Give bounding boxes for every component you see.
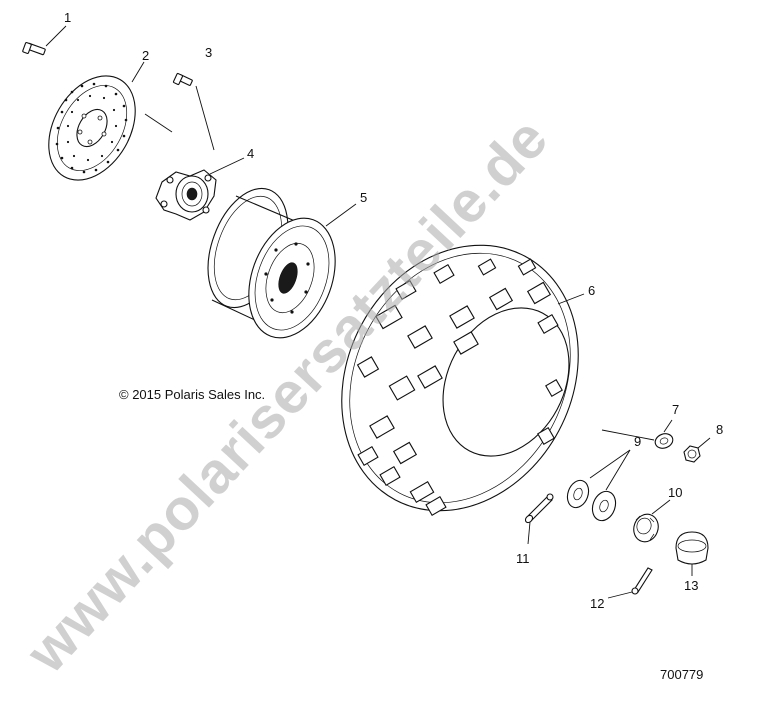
part-7-washer <box>654 433 674 449</box>
callout-2: 2 <box>142 48 149 63</box>
callout-5: 5 <box>360 190 367 205</box>
copyright-text: © 2015 Polaris Sales Inc. <box>119 387 265 402</box>
part-1-bolt <box>22 42 46 56</box>
part-8-nut <box>683 445 701 463</box>
callout-7: 7 <box>672 402 679 417</box>
callout-1: 1 <box>64 10 71 25</box>
callout-12: 12 <box>590 596 604 611</box>
callout-8: 8 <box>716 422 723 437</box>
callout-4: 4 <box>247 146 254 161</box>
callout-6: 6 <box>588 283 595 298</box>
part-6-tire <box>341 244 579 516</box>
part-9-spacers <box>566 479 617 522</box>
part-5-rim <box>207 187 336 339</box>
part-11-stud <box>524 493 554 524</box>
part-12-cotter-pin <box>631 567 653 595</box>
callout-leaders <box>45 25 711 599</box>
part-2-brake-disc <box>48 75 136 181</box>
callout-3: 3 <box>205 45 212 60</box>
figure-number: 700779 <box>660 667 703 682</box>
callout-11: 11 <box>516 551 530 566</box>
part-10-castle-nut <box>633 513 659 543</box>
part-4-hub <box>155 169 217 221</box>
callout-10: 10 <box>668 485 682 500</box>
part-3-bolt <box>172 72 193 86</box>
part-13-dust-cap <box>675 531 709 565</box>
callout-13: 13 <box>684 578 698 593</box>
callout-numbers: 1 2 3 4 5 6 7 8 9 10 11 12 13 <box>64 10 723 611</box>
callout-9: 9 <box>634 434 641 449</box>
